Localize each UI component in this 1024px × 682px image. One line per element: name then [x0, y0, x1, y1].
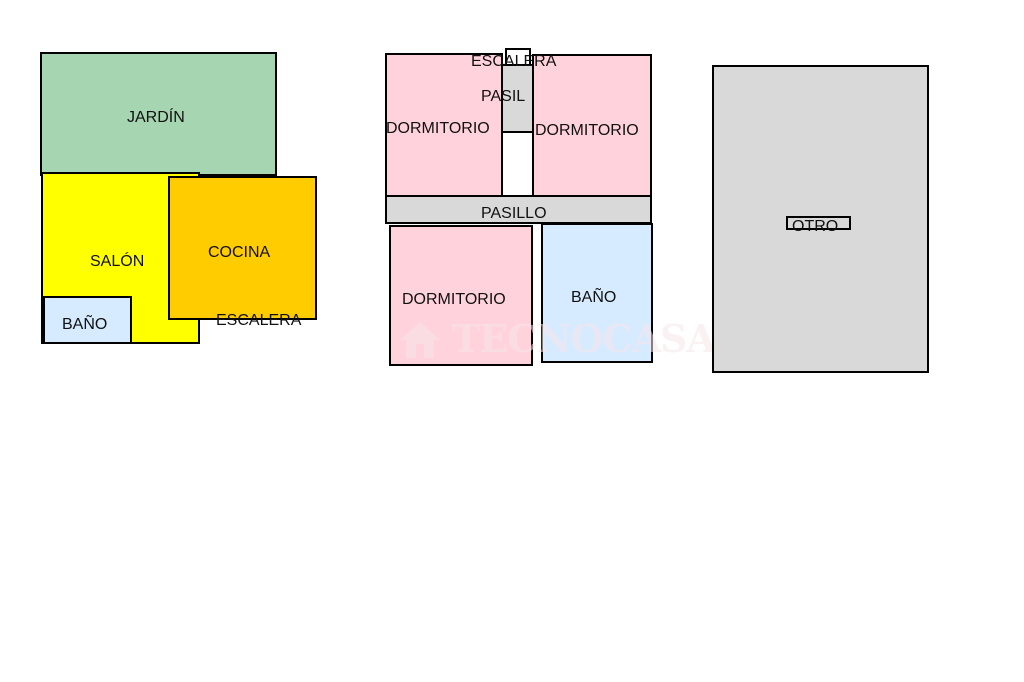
- label-otro: OTRO: [792, 218, 839, 235]
- room-bano-upper: [541, 223, 653, 363]
- room-dormitorio-right: [532, 54, 652, 197]
- room-pasillo: [385, 195, 652, 224]
- label-dormitorio-bottom: DORMITORIO: [402, 291, 506, 308]
- room-jardin: [40, 52, 277, 176]
- label-escalera-upper: ESCALERA: [471, 53, 557, 70]
- label-pasillo: PASILLO: [481, 205, 547, 222]
- label-pasil: PASIL: [481, 88, 526, 105]
- room-dormitorio-left: [385, 53, 503, 197]
- room-escalera-top: [505, 48, 531, 66]
- label-dormitorio-right: DORMITORIO: [535, 122, 639, 139]
- room-stair-gap: [501, 131, 534, 197]
- room-otro-label-box: [786, 216, 851, 230]
- label-salon: SALÓN: [90, 253, 145, 270]
- label-cocina: COCINA: [208, 244, 271, 261]
- label-escalera-ground: ESCALERA: [216, 312, 302, 329]
- label-bano-ground: BAÑO: [62, 316, 108, 333]
- room-bano-ground: [43, 296, 132, 344]
- room-cocina: [168, 176, 317, 320]
- label-jardin: JARDÍN: [127, 109, 185, 126]
- room-pasil: [501, 64, 534, 133]
- label-bano-upper: BAÑO: [571, 289, 617, 306]
- label-dormitorio-left: DORMITORIO: [386, 120, 490, 137]
